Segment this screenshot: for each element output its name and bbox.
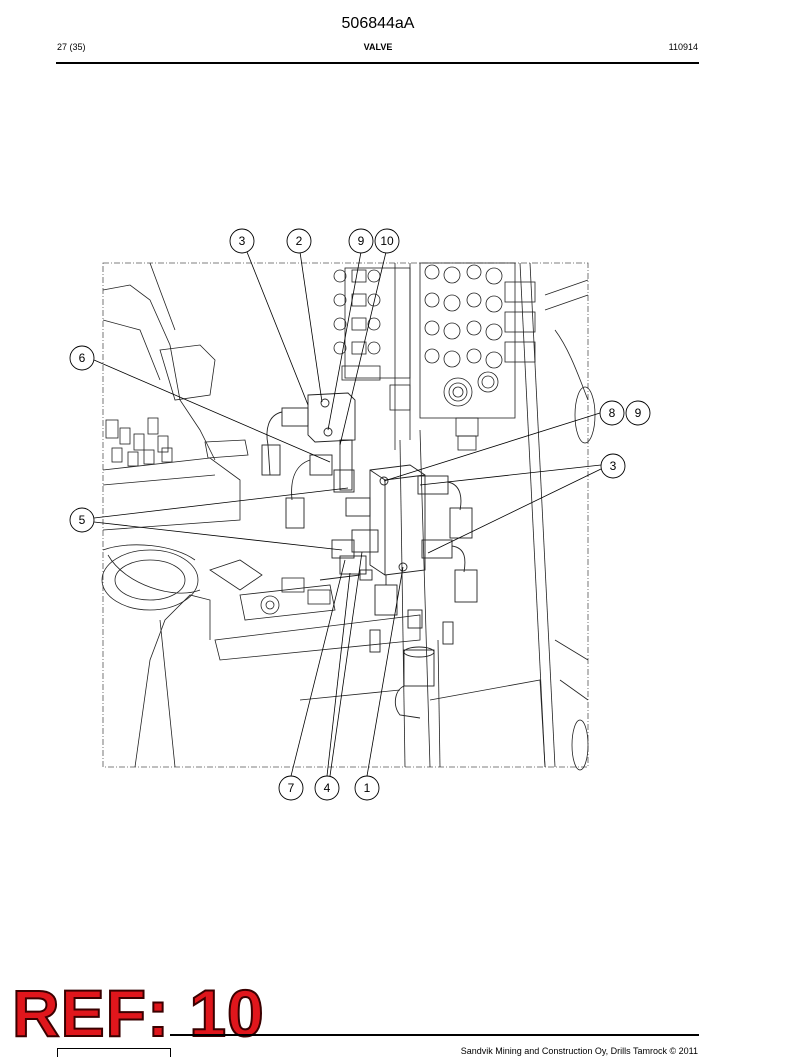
date-code: 110914 [668, 42, 698, 52]
callout-label-10-top: 10 [380, 234, 394, 248]
footer-rule [170, 1034, 699, 1036]
callout-10-top [374, 228, 400, 254]
ref-stamp: REF: 10 [11, 976, 265, 1050]
drawing-frame [102, 262, 589, 768]
callout-label-8-right: 8 [609, 406, 616, 420]
callout-1-bottom [354, 775, 380, 801]
valve-block-assembly [261, 392, 478, 719]
callout-4-bottom [314, 775, 340, 801]
bolt-cluster-left [105, 417, 173, 467]
callout-3-top [229, 228, 255, 254]
callout-9-top [348, 228, 374, 254]
callout-label-2-top: 2 [296, 234, 303, 248]
callout-2-top [286, 228, 312, 254]
doc-number: 506844aA [341, 15, 415, 32]
callout-6-left [69, 345, 95, 371]
callout-9-right [625, 400, 651, 426]
callout-label-5-left: 5 [79, 513, 86, 527]
callout-8-right [599, 400, 625, 426]
callout-5-left [69, 507, 95, 533]
callout-circles [69, 228, 651, 801]
section-title: VALVE [363, 42, 393, 52]
leader-lines [93, 251, 602, 777]
callout-label-3-right: 3 [610, 459, 617, 473]
callout-label-7-bottom: 7 [288, 781, 295, 795]
footer-copyright: Sandvik Mining and Construction Oy, Dril… [460, 1046, 698, 1056]
callout-7-bottom [278, 775, 304, 801]
callout-label-1-bottom: 1 [364, 781, 371, 795]
callout-label-9-top: 9 [358, 234, 365, 248]
callout-label-4-bottom: 4 [324, 781, 331, 795]
header-rule [56, 62, 699, 64]
callout-numbers: 3 2 9 10 6 5 8 9 3 7 4 1 [79, 234, 642, 795]
page-number: 27 (35) [57, 42, 86, 52]
callout-label-6-left: 6 [79, 351, 86, 365]
callout-3-right [600, 453, 626, 479]
callout-label-9-right: 9 [635, 406, 642, 420]
callout-label-3-top: 3 [239, 234, 246, 248]
machine-line-art [101, 262, 596, 771]
valve-bank [333, 262, 536, 451]
